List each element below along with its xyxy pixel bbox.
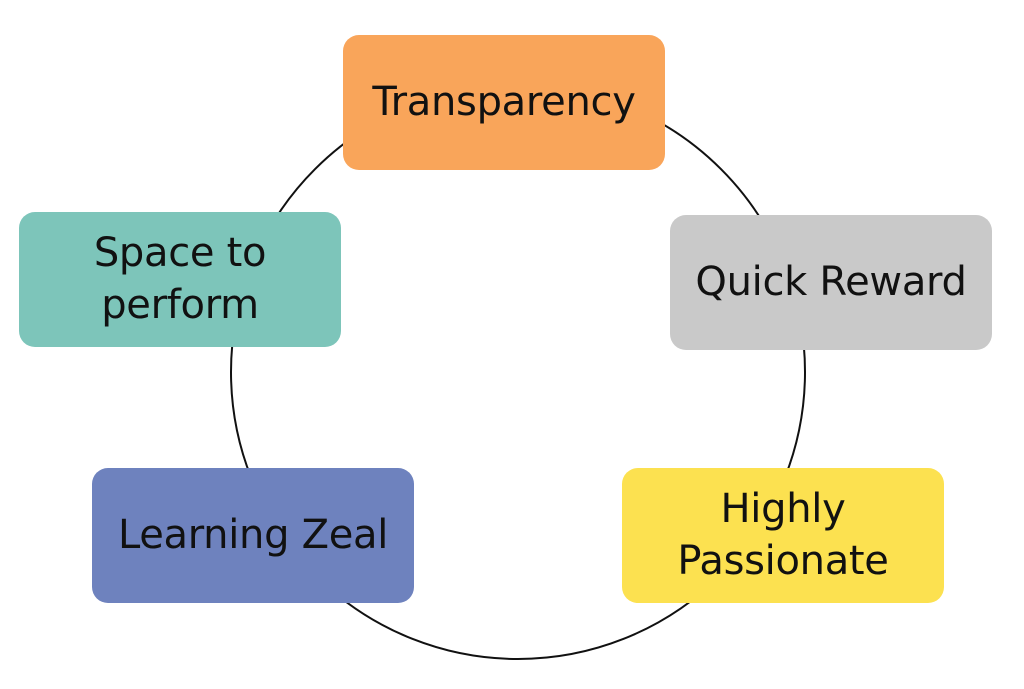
node-quick-reward: Quick Reward [670,215,992,350]
node-learning-zeal: Learning Zeal [92,468,414,603]
node-highly-passionate: Highly Passionate [622,468,944,603]
node-highly-passionate-label: Highly Passionate [677,486,889,584]
node-learning-zeal-label: Learning Zeal [117,511,389,558]
node-space-to-perform: Space to perform [19,212,341,347]
node-space-to-perform-label: Space to perform [93,230,267,328]
node-quick-reward-label: Quick Reward [695,258,967,305]
node-transparency: Transparency [343,35,665,170]
node-transparency-label: Transparency [372,78,636,125]
